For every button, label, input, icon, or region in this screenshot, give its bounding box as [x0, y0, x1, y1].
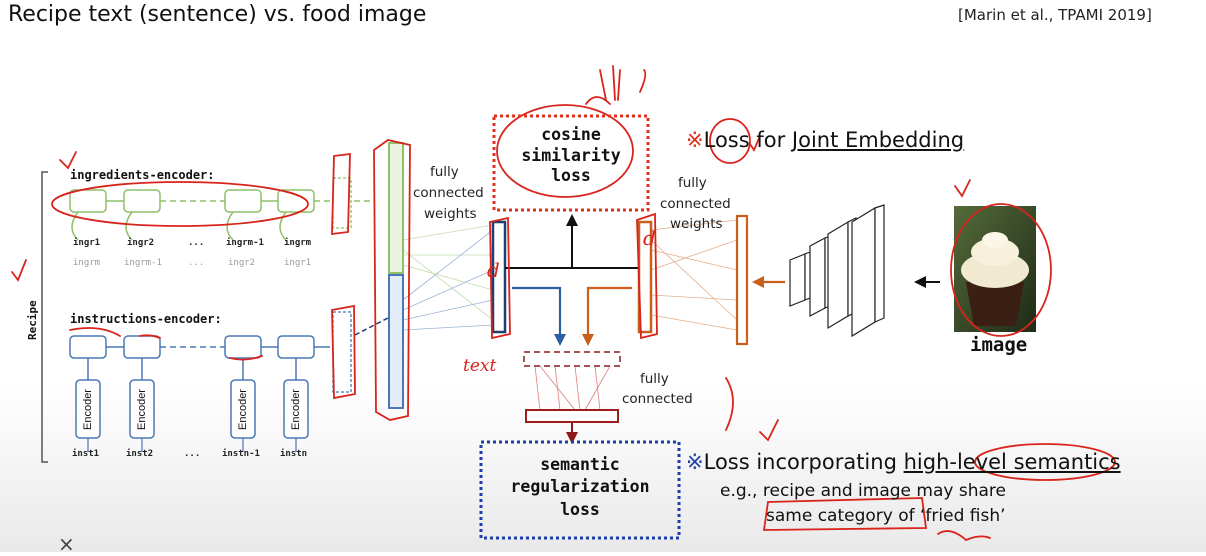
joint-embedding-term: Joint Embedding: [791, 128, 965, 152]
text-embedding: [491, 220, 507, 334]
fc-weights-left: fully: [430, 164, 459, 180]
inst-label: instn-1: [222, 449, 260, 459]
ingr-label: ingrm: [284, 238, 312, 248]
handwritten-d-right: d: [643, 226, 656, 250]
handwritten-annotations: [11, 65, 1116, 542]
ingr-label: ingr2: [127, 238, 155, 248]
inst-label: inst2: [126, 449, 154, 459]
encoder-label: Encoder: [136, 389, 148, 430]
ingr-rev-label: ingr2: [228, 258, 256, 268]
ingr-rev-label: ingrm: [73, 258, 101, 268]
fc-weights-right: connected: [660, 196, 731, 212]
instructions-encoder-label: instructions-encoder:: [70, 312, 222, 326]
handwritten-text: text: [463, 356, 497, 376]
handwritten-d-left: d: [487, 258, 500, 282]
image-label: image: [970, 334, 1028, 356]
semantic-loss-box: [479, 440, 681, 540]
encoder-boxes: [75, 379, 309, 439]
cnn-layers: [789, 204, 885, 338]
ingr-rev-label: ingrm-1: [124, 258, 162, 268]
encoder-label: Encoder: [290, 389, 302, 430]
semantic-loss-label: semantic regularization loss: [510, 455, 650, 519]
cosine-loss-box: [492, 114, 650, 212]
ingr-rev-label: ...: [188, 258, 205, 268]
ingr-label: ingrm-1: [226, 238, 264, 248]
joint-embedding-note: ※Loss for Joint Embedding: [686, 128, 965, 152]
fc-lines-left: [402, 224, 494, 331]
reference-mark: ※: [686, 128, 704, 152]
fc-weights-left: weights: [424, 206, 477, 222]
reference-mark: ※: [686, 450, 704, 474]
example-line-1: e.g., recipe and image may share: [720, 481, 1006, 501]
encoder-label: Encoder: [82, 389, 94, 430]
citation: [Marin et al., TPAMI 2019]: [958, 6, 1152, 24]
cosine-loss-label: cosine similarity loss: [521, 125, 621, 186]
inst-label: inst1: [72, 449, 100, 459]
encoder-label: Encoder: [237, 389, 249, 430]
inst-label: instn: [280, 449, 308, 459]
high-level-semantics-term: high-level semantics: [903, 450, 1121, 474]
ingr-label: ...: [188, 238, 205, 248]
example-line-2: same category of ‘fried fish’: [766, 506, 1006, 526]
close-icon[interactable]: ×: [58, 532, 75, 556]
slide-title: Recipe text (sentence) vs. food image: [8, 2, 427, 27]
fc-weights-right: fully: [678, 175, 707, 191]
fc-lines-right: [650, 219, 738, 331]
fc-weights-right: weights: [670, 216, 723, 232]
fc-connected: fully: [640, 371, 669, 387]
semantic-note: ※Loss incorporating high-level semantics: [686, 450, 1121, 474]
recipe-bracket: [41, 171, 48, 463]
ingredients-encoder-label: ingredients-encoder:: [70, 168, 215, 182]
fc-connected: connected: [622, 391, 693, 407]
ingr-rev-label: ingr1: [284, 258, 312, 268]
ingr-label: ingr1: [73, 238, 101, 248]
inst-label: ...: [184, 449, 201, 459]
recipe-label: Recipe: [26, 300, 39, 340]
fc-weights-left: connected: [413, 185, 484, 201]
